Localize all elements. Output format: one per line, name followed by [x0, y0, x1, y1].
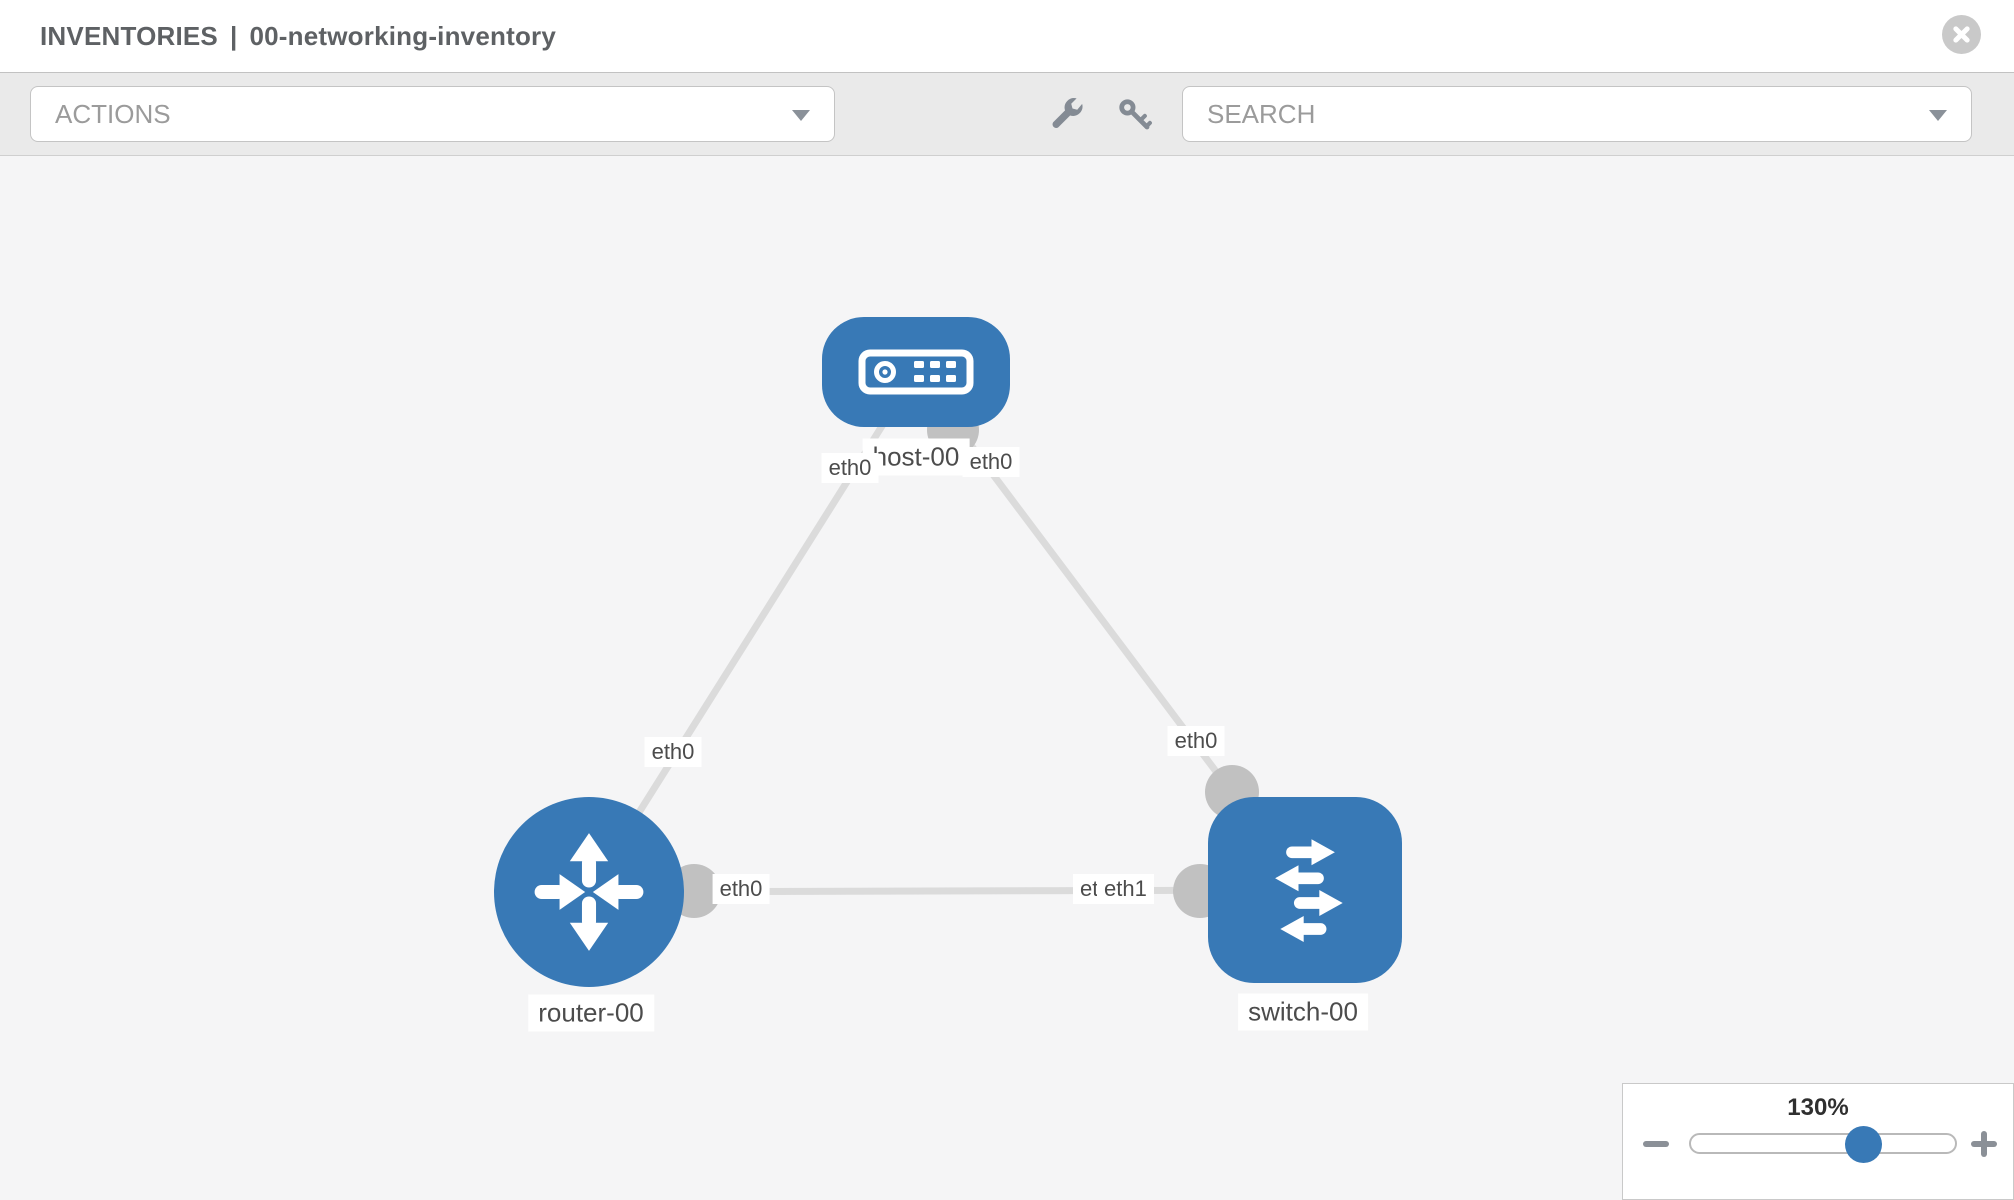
breadcrumb-section[interactable]: INVENTORIES	[40, 21, 218, 51]
node-host-00[interactable]	[822, 317, 1010, 427]
zoom-out-button[interactable]	[1639, 1127, 1673, 1161]
interface-label-switch-uplink: eth0	[1167, 726, 1225, 756]
zoom-level: 130%	[1787, 1094, 1849, 1121]
edges-layer	[585, 368, 1309, 918]
node-label-host-00: host-00	[862, 438, 970, 476]
actions-dropdown[interactable]: ACTIONS	[30, 86, 835, 142]
close-button[interactable]	[1942, 15, 1981, 54]
search-dropdown-label: SEARCH	[1207, 99, 1316, 129]
key-button[interactable]	[1112, 93, 1158, 139]
close-icon	[1942, 15, 1981, 54]
router-icon	[534, 833, 644, 951]
title-separator: |	[229, 21, 238, 51]
zoom-panel: 130%	[1622, 1083, 2014, 1200]
node-label-switch-00: switch-00	[1238, 993, 1368, 1031]
zoom-in-button[interactable]	[1967, 1127, 2001, 1161]
node-switch-00[interactable]	[1208, 797, 1402, 983]
interface-label-router-uplink: eth0	[644, 737, 702, 767]
node-router-00[interactable]	[494, 797, 684, 987]
chevron-down-icon	[792, 110, 810, 121]
wrench-button[interactable]	[1043, 93, 1089, 139]
host-icon	[858, 349, 974, 395]
inventory-name: 00-networking-inventory	[249, 21, 557, 51]
node-label-router-00: router-00	[528, 994, 654, 1032]
plus-icon-bar	[1981, 1131, 1987, 1157]
chevron-down-icon	[1929, 110, 1947, 121]
key-icon	[1119, 98, 1152, 129]
interface-label-host-eth0-right: eth0	[962, 447, 1020, 477]
actions-dropdown-label: ACTIONS	[55, 99, 171, 129]
switch-icon	[1275, 839, 1343, 942]
toolbar: ACTIONS SEARCH	[0, 72, 2014, 156]
minus-icon	[1643, 1141, 1669, 1147]
plus-icon	[1971, 1131, 1997, 1157]
interface-label-router-eth0: eth0	[712, 874, 770, 904]
page-title: INVENTORIES | 00-networking-inventory	[40, 0, 556, 72]
wrench-icon	[1052, 97, 1083, 128]
zoom-slider-track[interactable]	[1689, 1126, 1957, 1163]
topology-canvas: host-00 router-00 switch-00 eth0 eth0 et…	[0, 156, 2014, 1200]
interface-label-switch-eth1: eth1	[1097, 874, 1154, 904]
search-dropdown[interactable]: SEARCH	[1182, 86, 1972, 142]
page-header: INVENTORIES | 00-networking-inventory	[0, 0, 2014, 72]
interface-label-host-eth0-left: eth0	[821, 453, 879, 483]
zoom-slider-thumb[interactable]	[1845, 1126, 1882, 1163]
